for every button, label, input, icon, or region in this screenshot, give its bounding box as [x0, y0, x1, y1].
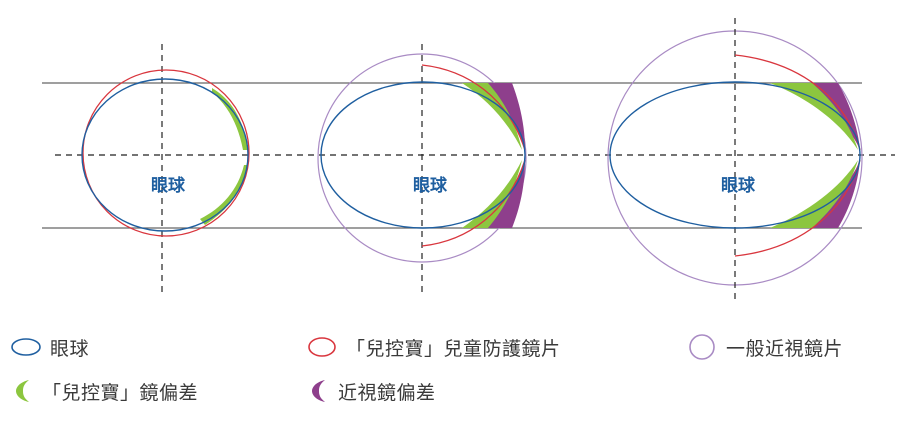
panel-2-myopia-deviation-top	[475, 83, 525, 150]
panel-3-myopia-deviation-bottom	[790, 160, 860, 228]
legend-item-normal-lens: 一般近視鏡片	[686, 330, 843, 364]
panel-3-normal-lens	[607, 30, 863, 286]
panel-1-child-deviation-top	[212, 88, 248, 150]
normal-lens-circle-icon	[689, 334, 715, 360]
panel-2-child-lens-top	[421, 64, 526, 151]
legend-label-child-deviation: 「兒控寶」鏡偏差	[42, 381, 199, 404]
legend-label-myopia-deviation: 近視鏡偏差	[338, 381, 436, 404]
panel-2-myopia-deviation-bottom	[475, 160, 525, 228]
eye-ellipse-icon	[11, 338, 41, 356]
panel-2-eye-label: 眼球	[413, 176, 448, 196]
purple-crescent-icon	[312, 380, 325, 402]
panel-2: 眼球	[317, 44, 527, 292]
panel-1-child-lens	[82, 69, 250, 237]
legend-label-child-lens: 「兒控寶」兒童防護鏡片	[346, 337, 561, 360]
legend-item-eye: 眼球	[10, 330, 89, 364]
legend-label-eye: 眼球	[50, 337, 90, 360]
panel-3: 眼球	[607, 18, 863, 300]
panel-1-eye-label: 眼球	[151, 176, 186, 196]
panel-1-eyeball	[81, 78, 249, 232]
legend-item-child-deviation: 「兒控寶」鏡偏差	[14, 374, 198, 408]
child-lens-ellipse-icon	[308, 337, 336, 357]
panel-1: 眼球	[81, 44, 250, 292]
legend: 眼球 「兒控寶」兒童防護鏡片 一般近視鏡片 「兒控寶」鏡偏差 近視鏡偏差	[0, 330, 905, 430]
panel-1-child-deviation-bottom	[200, 165, 248, 225]
panel-2-child-lens-bottom	[421, 159, 526, 247]
legend-item-myopia-deviation: 近視鏡偏差	[310, 374, 436, 408]
panel-2-eyeball	[320, 81, 526, 229]
panel-3-eye-label: 眼球	[721, 176, 756, 196]
panel-2-normal-lens	[317, 53, 527, 263]
legend-label-normal-lens: 一般近視鏡片	[726, 337, 844, 360]
legend-item-child-lens: 「兒控寶」兒童防護鏡片	[306, 330, 561, 364]
green-crescent-icon	[16, 380, 29, 402]
panel-3-eyeball	[609, 81, 861, 229]
eye-lens-comparison-diagram: 眼球 眼球 眼球	[42, 18, 895, 300]
panel-3-myopia-deviation-top	[790, 83, 860, 150]
